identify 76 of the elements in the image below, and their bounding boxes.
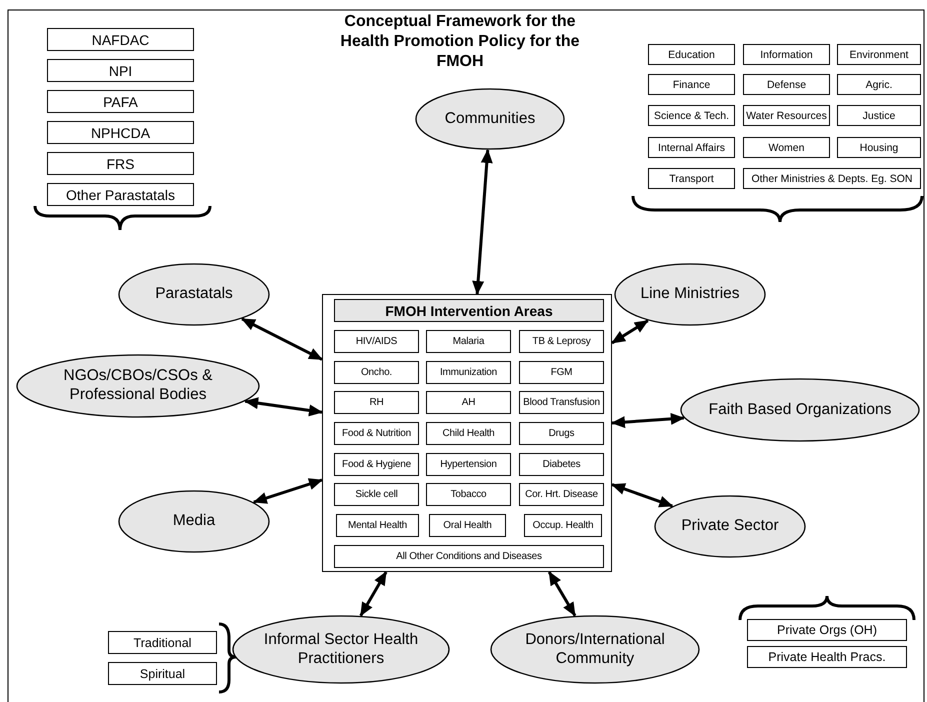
ministry-box: Agric. [837, 74, 921, 95]
intervention-area-box: Oncho. [334, 361, 419, 384]
intervention-area-box: TB & Leprosy [519, 330, 604, 353]
intervention-area-box: Food & Hygiene [334, 453, 419, 476]
ministry-box: Transport [648, 168, 735, 189]
category-box: Private Orgs (OH) [747, 619, 907, 641]
ministry-box: Water Resources [743, 105, 830, 126]
category-box: Traditional [108, 631, 217, 654]
intervention-area-box: Food & Nutrition [334, 422, 419, 445]
stakeholder-label: Line Ministries [639, 285, 741, 304]
diagram-title: Conceptual Framework for the Health Promotion Policy for the FMOH [339, 12, 581, 72]
intervention-area-box: FGM [519, 361, 604, 384]
stakeholder-label: Informal Sector Health Practitioners [262, 630, 420, 668]
ministry-box: Environment [837, 44, 921, 65]
parastatal-box: NPHCDA [47, 121, 194, 144]
intervention-area-box: Diabetes [519, 453, 604, 476]
parastatal-box: NAFDAC [47, 28, 194, 51]
intervention-area-box: AH [426, 391, 511, 414]
double-arrow [252, 478, 323, 504]
stakeholder-ellipse [16, 354, 260, 418]
stakeholder-label: Parastatals [154, 285, 234, 304]
intervention-area-box: Sickle cell [334, 483, 419, 506]
ministry-box: Information [743, 44, 830, 65]
double-arrow [611, 483, 674, 508]
stakeholder-ellipse [680, 378, 920, 442]
stakeholder-ellipse [118, 490, 270, 553]
ministry-box: Housing [837, 137, 921, 158]
ministry-box: Defense [743, 74, 830, 95]
ministry-box: Education [648, 44, 735, 65]
ministry-box: Other Ministries & Depts. Eg. SON [743, 168, 921, 189]
intervention-area-box: Blood Transfusion [519, 391, 604, 414]
intervention-area-box: Drugs [519, 422, 604, 445]
parastatal-box: NPI [47, 59, 194, 82]
stakeholder-label: NGOs/CBOs/CSOs & Professional Bodies [62, 367, 214, 405]
panel-heading: FMOH Intervention Areas [334, 299, 604, 322]
intervention-area-box: RH [334, 391, 419, 414]
intervention-area-box: Tobacco [426, 483, 511, 506]
stakeholder-label: Faith Based Organizations [708, 400, 892, 420]
parastatal-box: FRS [47, 152, 194, 175]
stakeholder-label: Private Sector [680, 517, 780, 536]
stakeholder-label: Donors/International Community [524, 630, 666, 668]
double-arrow [548, 571, 576, 616]
ministry-box: Women [743, 137, 830, 158]
stakeholder-ellipse [232, 615, 450, 684]
parastatal-box: Other Parastatals [47, 183, 194, 206]
stakeholder-ellipse [614, 263, 766, 326]
intervention-area-box: Oral Health [429, 514, 506, 537]
intervention-area-box: Malaria [426, 330, 511, 353]
intervention-panel [322, 294, 612, 572]
stakeholder-label: Communities [444, 110, 536, 128]
ministry-box: Justice [837, 105, 921, 126]
ministry-box: Science & Tech. [648, 105, 735, 126]
double-arrow [359, 571, 388, 616]
double-arrow [472, 149, 493, 295]
double-arrow [611, 412, 685, 428]
intervention-area-box: Child Health [426, 422, 511, 445]
double-arrow [244, 397, 323, 416]
intervention-area-box: Cor. Hrt. Disease [519, 483, 604, 506]
stakeholder-ellipse [415, 88, 565, 150]
parastatal-box: PAFA [47, 90, 194, 113]
intervention-area-box: All Other Conditions and Diseases [334, 545, 604, 568]
double-arrow [241, 318, 323, 361]
category-box: Private Health Pracs. [747, 646, 907, 668]
stakeholder-ellipse [118, 263, 270, 326]
category-box: Spiritual [108, 662, 217, 685]
stakeholder-ellipse [490, 615, 700, 684]
stakeholder-ellipse [654, 495, 806, 558]
stakeholder-label: Media [172, 512, 216, 531]
intervention-area-box: Hypertension [426, 453, 511, 476]
double-arrow [611, 319, 649, 344]
intervention-area-box: Occup. Health [524, 514, 602, 537]
intervention-area-box: Mental Health [336, 514, 419, 537]
ministry-box: Finance [648, 74, 735, 95]
intervention-area-box: HIV/AIDS [334, 330, 419, 353]
ministry-box: Internal Affairs [648, 137, 735, 158]
intervention-area-box: Immunization [426, 361, 511, 384]
